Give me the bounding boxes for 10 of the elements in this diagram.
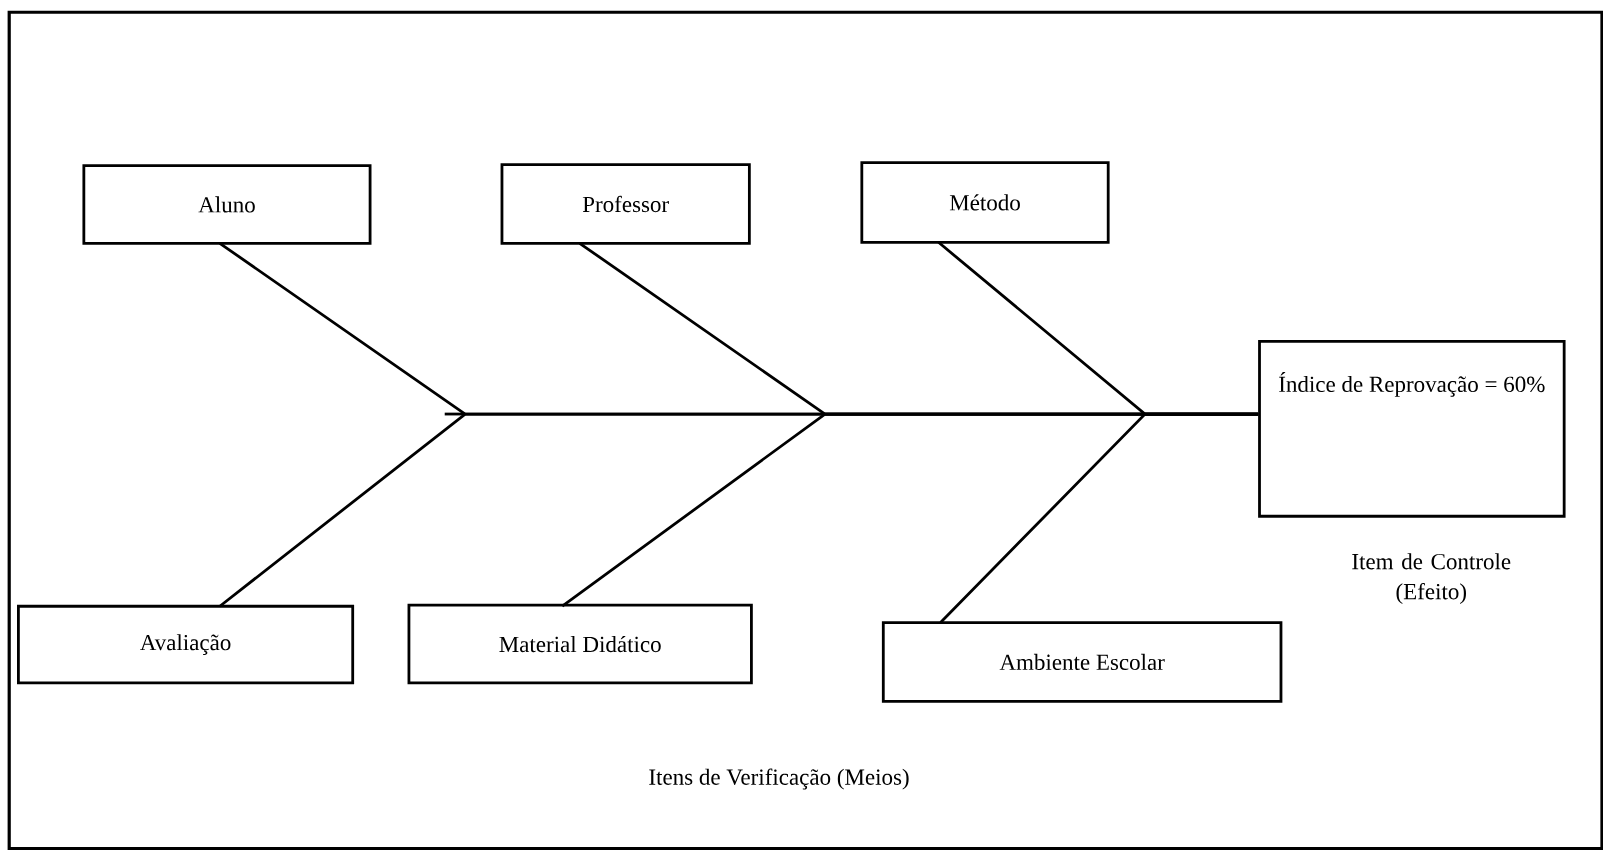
effect-box: Índice de Reprovação = 60%	[1258, 340, 1566, 518]
cause-box: Ambiente Escolar	[881, 621, 1283, 703]
effect-caption: Item de Controle (Efeito)	[1352, 553, 1511, 605]
cause-box: Material Didático	[407, 603, 753, 685]
cause-box: Método	[860, 161, 1110, 244]
fishbone-line	[939, 412, 1259, 624]
axis-caption: Itens de Verificação (Meios)	[649, 768, 909, 790]
cause-box: Aluno	[82, 164, 372, 245]
cause-box: Avaliação	[17, 604, 355, 685]
cause-box: Professor	[500, 163, 751, 245]
